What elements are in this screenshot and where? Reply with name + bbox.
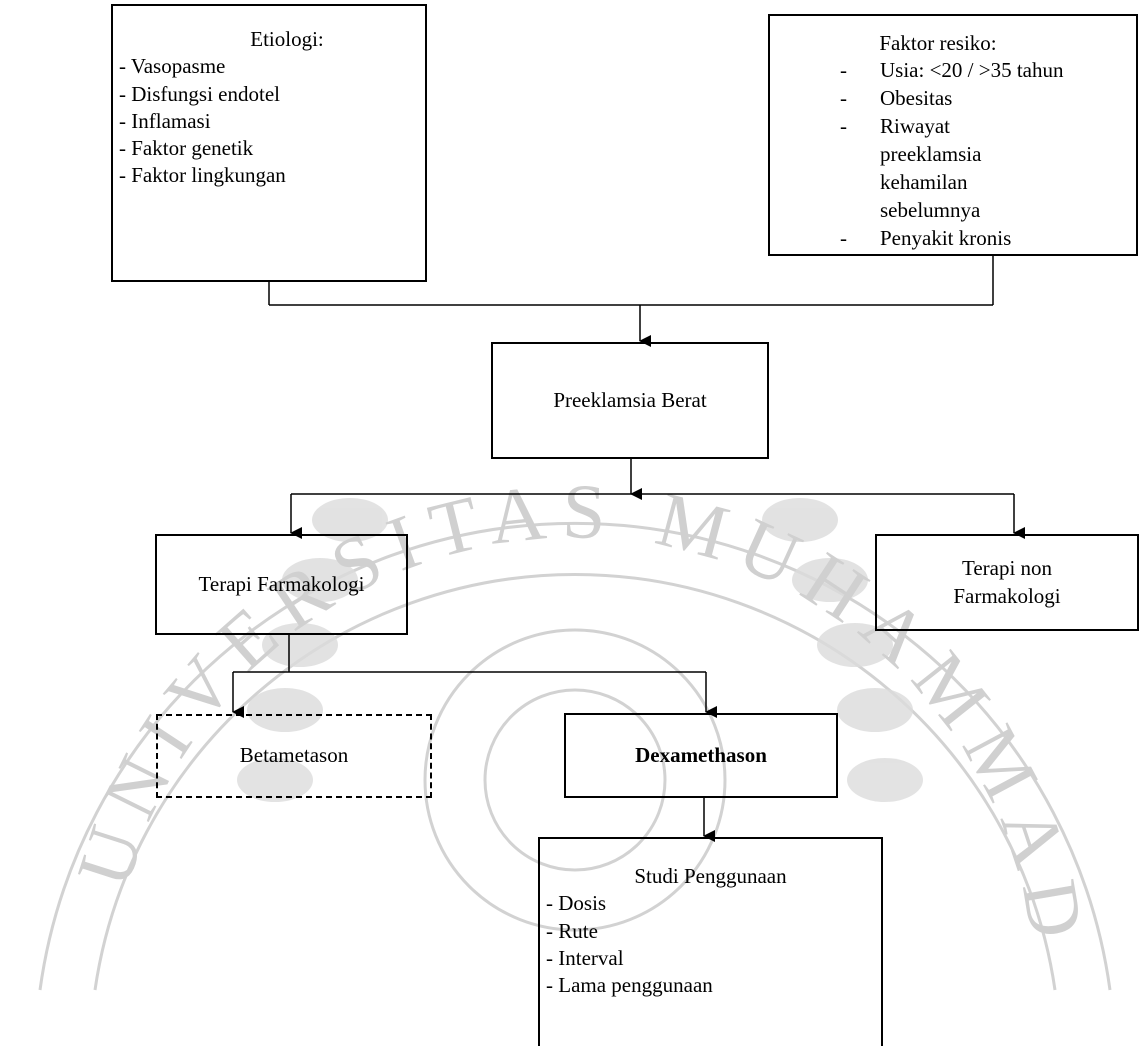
betametason-label: Betametason bbox=[239, 743, 349, 768]
list-dash: - bbox=[840, 114, 847, 139]
studi-item: - Lama penggunaan bbox=[546, 973, 713, 998]
terapi-non-farmakologi-box: Terapi non Farmakologi bbox=[875, 534, 1139, 631]
watermark-emblem-ring bbox=[423, 628, 727, 932]
faktor-resiko-text: Penyakit kronis bbox=[880, 225, 1012, 250]
etiologi-item: - Inflamasi bbox=[119, 108, 211, 133]
faktor-resiko-item: - Riwayat preeklamsia kehamilan sebelumn… bbox=[770, 113, 1136, 225]
terapi-farmakologi-label: Terapi Farmakologi bbox=[198, 571, 365, 596]
etiologi-item: - Vasopasme bbox=[119, 54, 226, 79]
studi-penggunaan-list: - Dosis - Rute - Interval - Lama penggun… bbox=[546, 890, 881, 999]
faktor-resiko-text: Riwayat preeklamsia kehamilan sebelumnya bbox=[880, 114, 982, 222]
faktor-resiko-item: - Obesitas bbox=[770, 85, 1136, 113]
studi-penggunaan-title: Studi Penggunaan bbox=[634, 864, 787, 888]
betametason-box: Betametason bbox=[156, 714, 432, 798]
faktor-resiko-title: Faktor resiko: bbox=[879, 31, 997, 55]
terapi-non-farmakologi-label: Terapi non Farmakologi bbox=[953, 556, 1061, 608]
studi-item: - Dosis bbox=[546, 891, 607, 916]
etiologi-item: - Faktor lingkungan bbox=[119, 163, 286, 188]
faktor-resiko-list: - Usia: <20 / >35 tahun - Obesitas - Riw… bbox=[770, 57, 1136, 252]
list-dash: - bbox=[840, 86, 847, 111]
studi-item: - Rute bbox=[546, 918, 598, 943]
faktor-resiko-text: Usia: <20 / >35 tahun bbox=[880, 58, 1064, 83]
etiologi-list: - Vasopasme - Disfungsi endotel - Inflam… bbox=[119, 53, 425, 189]
etiologi-box: Etiologi: - Vasopasme - Disfungsi endote… bbox=[111, 4, 427, 282]
preeklamsia-berat-label: Preeklamsia Berat bbox=[553, 387, 707, 412]
dexamethason-box: Dexamethason bbox=[564, 713, 838, 798]
studi-penggunaan-box: Studi Penggunaan - Dosis - Rute - Interv… bbox=[538, 837, 883, 1046]
faktor-resiko-item: - Penyakit kronis bbox=[770, 225, 1136, 253]
faktor-resiko-box: Faktor resiko: - Usia: <20 / >35 tahun -… bbox=[768, 14, 1138, 256]
etiologi-title: Etiologi: bbox=[250, 27, 324, 51]
list-dash: - bbox=[840, 58, 847, 83]
studi-item: - Interval bbox=[546, 945, 624, 970]
terapi-farmakologi-box: Terapi Farmakologi bbox=[155, 534, 408, 635]
etiologi-item: - Disfungsi endotel bbox=[119, 81, 280, 106]
watermark-outer-arc bbox=[38, 521, 1112, 991]
watermark-inner-arc bbox=[93, 572, 1057, 991]
preeklamsia-berat-box: Preeklamsia Berat bbox=[491, 342, 769, 459]
etiologi-item: - Faktor genetik bbox=[119, 136, 254, 161]
watermark-emblem-core bbox=[483, 688, 667, 872]
faktor-resiko-text: Obesitas bbox=[880, 86, 953, 111]
list-dash: - bbox=[840, 225, 847, 250]
faktor-resiko-item: - Usia: <20 / >35 tahun bbox=[770, 57, 1136, 85]
dexamethason-label: Dexamethason bbox=[635, 742, 767, 767]
